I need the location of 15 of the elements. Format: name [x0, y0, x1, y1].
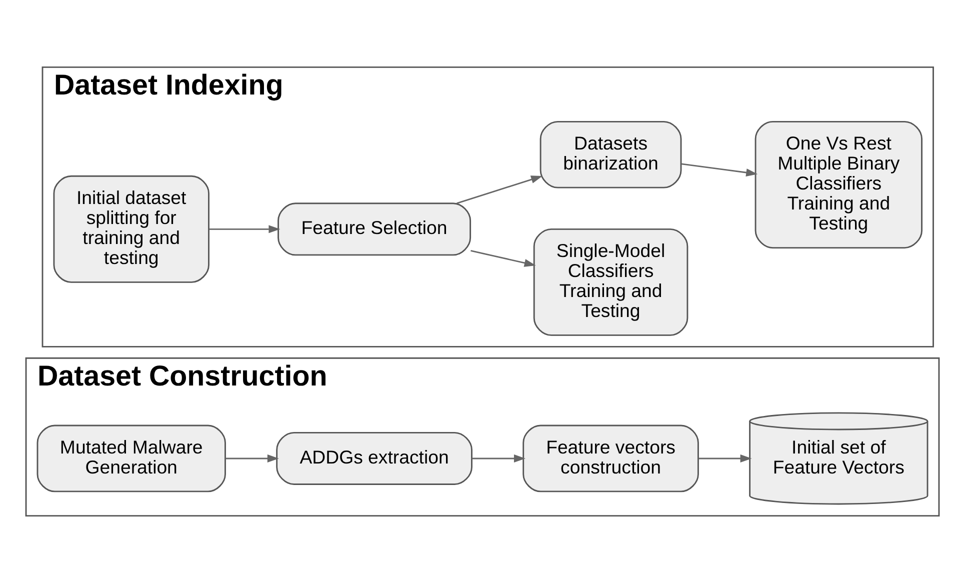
arrow: [681, 162, 758, 176]
arrow: [226, 454, 279, 462]
node-box: Feature vectors construction: [522, 424, 699, 492]
node-box: Feature Selection: [278, 202, 472, 256]
arrow: [470, 250, 536, 266]
node-box: Initial dataset splitting for training and testing: [53, 174, 210, 282]
node-box: Single-Model Classifiers Training and Testing: [533, 228, 688, 336]
arrow: [472, 454, 526, 462]
arrow: [698, 454, 752, 462]
arrow: [456, 175, 543, 204]
node-box: One Vs Rest Multiple Binary Classifiers Training and Testing: [754, 120, 922, 248]
node-box: Datasets binarization: [540, 120, 682, 188]
node-box: ADDGs extraction: [276, 431, 472, 484]
arrow: [209, 224, 280, 233]
node-box: Mutated Malware Generation: [36, 424, 226, 492]
